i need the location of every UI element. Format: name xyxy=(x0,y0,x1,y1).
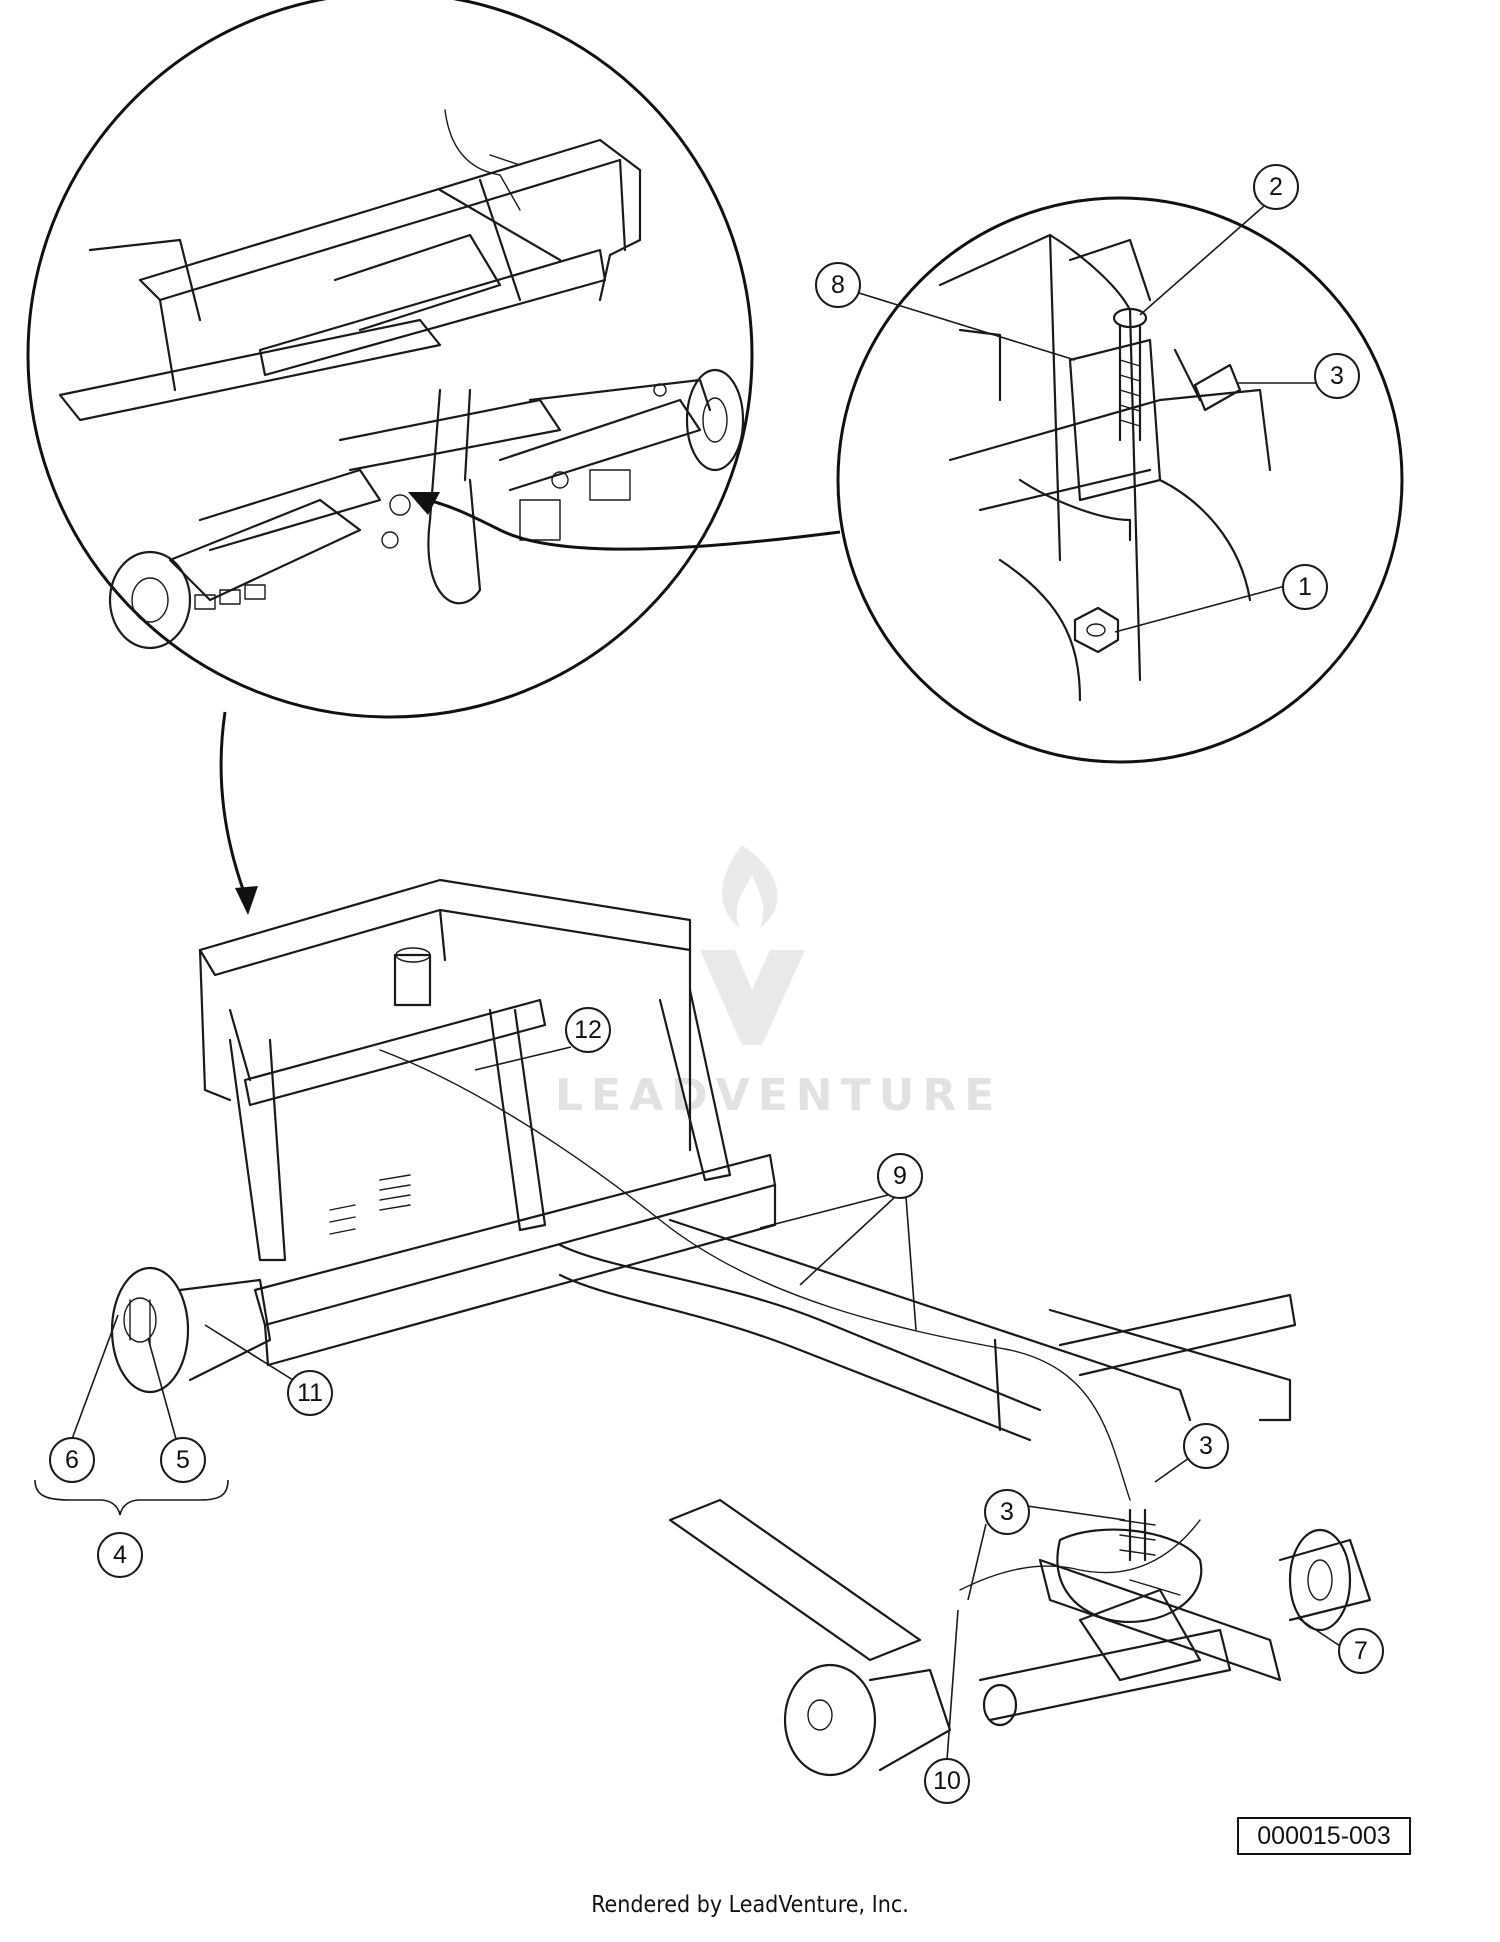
watermark-logo-icon xyxy=(700,845,805,1045)
callout-7[interactable]: 7 xyxy=(1338,1628,1384,1674)
svg-text:12: 12 xyxy=(574,1016,602,1044)
watermark-text: LEADVENTURE xyxy=(555,1070,1002,1121)
detail-view-right xyxy=(836,196,1404,764)
leader-lines xyxy=(34,205,1341,1761)
svg-text:10: 10 xyxy=(933,1767,961,1795)
svg-text:3: 3 xyxy=(1199,1432,1213,1460)
callout-8[interactable]: 8 xyxy=(815,262,861,308)
callout-3-rear-lower[interactable]: 3 xyxy=(984,1489,1030,1535)
detail-view-left xyxy=(26,0,754,719)
callout-1[interactable]: 1 xyxy=(1282,564,1328,610)
callout-4[interactable]: 4 xyxy=(97,1532,143,1578)
svg-text:3: 3 xyxy=(1330,362,1344,390)
svg-text:8: 8 xyxy=(831,271,845,299)
callout-5[interactable]: 5 xyxy=(160,1437,206,1483)
callout-10[interactable]: 10 xyxy=(924,1758,970,1804)
callout-9[interactable]: 9 xyxy=(877,1153,923,1199)
svg-text:4: 4 xyxy=(113,1541,127,1569)
svg-text:6: 6 xyxy=(65,1446,79,1474)
footer-credit: Rendered by LeadVenture, Inc. xyxy=(591,1892,909,1918)
svg-text:9: 9 xyxy=(893,1162,907,1190)
callout-6[interactable]: 6 xyxy=(49,1437,95,1483)
svg-text:5: 5 xyxy=(176,1446,190,1474)
arrow-detail-link xyxy=(408,492,841,551)
svg-text:3: 3 xyxy=(1000,1498,1014,1526)
callout-2[interactable]: 2 xyxy=(1253,164,1299,210)
callout-3[interactable]: 3 xyxy=(1314,353,1360,399)
part-number-box: 000015-003 xyxy=(1237,1817,1411,1855)
svg-text:1: 1 xyxy=(1298,573,1312,601)
svg-text:2: 2 xyxy=(1269,173,1283,201)
callout-12[interactable]: 12 xyxy=(565,1007,611,1053)
main-assembly xyxy=(110,878,1372,1777)
callout-11[interactable]: 11 xyxy=(287,1370,333,1416)
svg-text:7: 7 xyxy=(1354,1637,1368,1665)
svg-text:11: 11 xyxy=(297,1379,323,1407)
watermark: LEADVENTURE xyxy=(555,845,1002,1121)
callout-3-rear-upper[interactable]: 3 xyxy=(1183,1423,1229,1469)
arrow-to-main xyxy=(219,711,258,915)
callouts: 1 2 3 8 12 9 11 6 5 4 3 3 7 10 xyxy=(49,164,1384,1804)
